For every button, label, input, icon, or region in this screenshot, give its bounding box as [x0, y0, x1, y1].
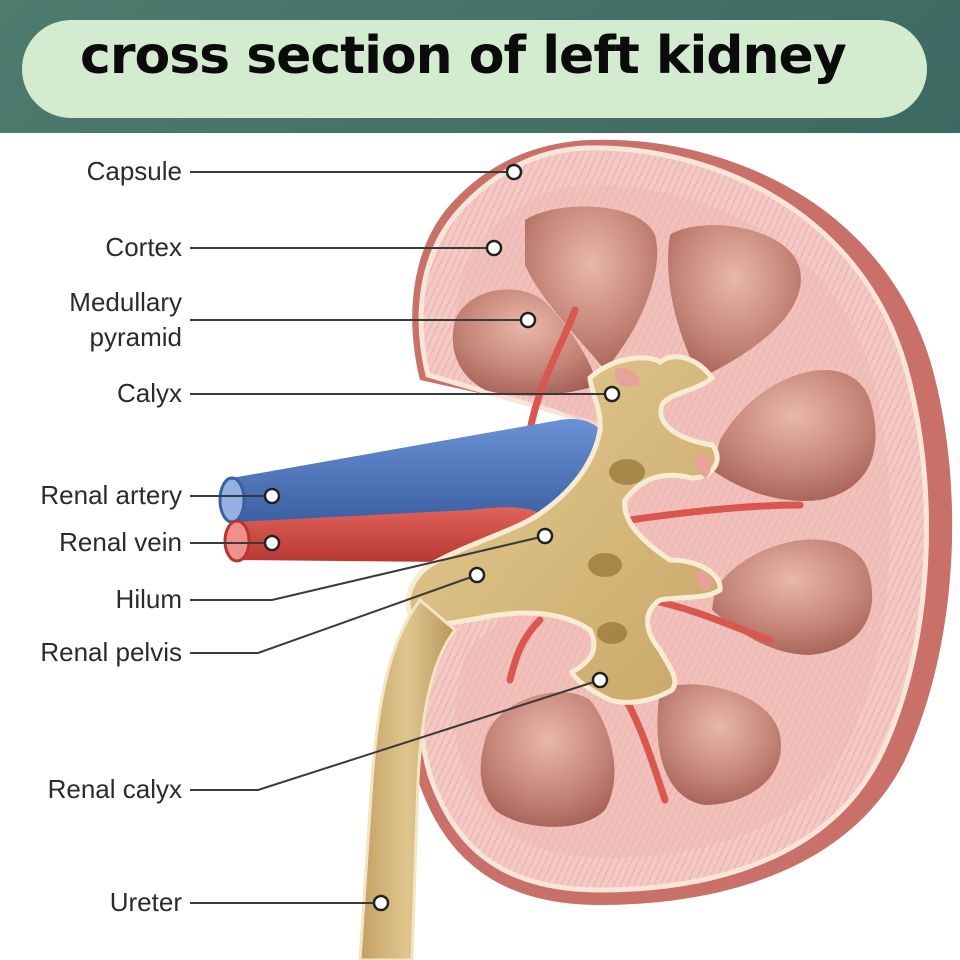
title-banner [22, 20, 927, 118]
papilla [696, 570, 712, 592]
renal-artery-vessel [232, 419, 610, 522]
label-ureter: Ureter [110, 887, 183, 917]
label-cortex: Cortex [105, 232, 182, 262]
vein-opening [223, 519, 251, 563]
label-renal-artery: Renal artery [40, 480, 182, 510]
artery-opening [218, 476, 246, 524]
medullary-pyramids [452, 206, 876, 827]
label-renal-vein: Renal vein [59, 527, 182, 557]
renal-pelvis-shape [405, 354, 723, 705]
pyramid [712, 370, 876, 501]
label-hilum: Hilum [116, 584, 182, 614]
label-renal-calyx: Renal calyx [48, 774, 182, 804]
ureter-tube [358, 597, 458, 960]
papilla [614, 368, 640, 387]
calyx-opening [588, 553, 622, 577]
renal-pelvis-structure [358, 354, 723, 960]
calyx-opening [609, 459, 645, 485]
label-medullary: Medullary [69, 287, 182, 317]
calyx-opening [597, 622, 627, 644]
pyramid [452, 289, 598, 396]
leader-dots [263, 163, 621, 912]
leader-lines [190, 171, 612, 904]
labels: Capsule Cortex Medullary pyramid Calyx R… [40, 156, 182, 917]
label-pyramid: pyramid [90, 322, 182, 352]
pyramid [480, 692, 615, 827]
papilla [694, 452, 711, 478]
pyramid [668, 225, 801, 378]
pyramid [657, 684, 781, 805]
pyramid [712, 539, 873, 655]
label-capsule: Capsule [87, 156, 182, 186]
label-renal-pelvis: Renal pelvis [40, 637, 182, 667]
pyramid [525, 206, 658, 370]
label-calyx: Calyx [117, 378, 182, 408]
page-title: cross section of left kidney [80, 26, 847, 86]
